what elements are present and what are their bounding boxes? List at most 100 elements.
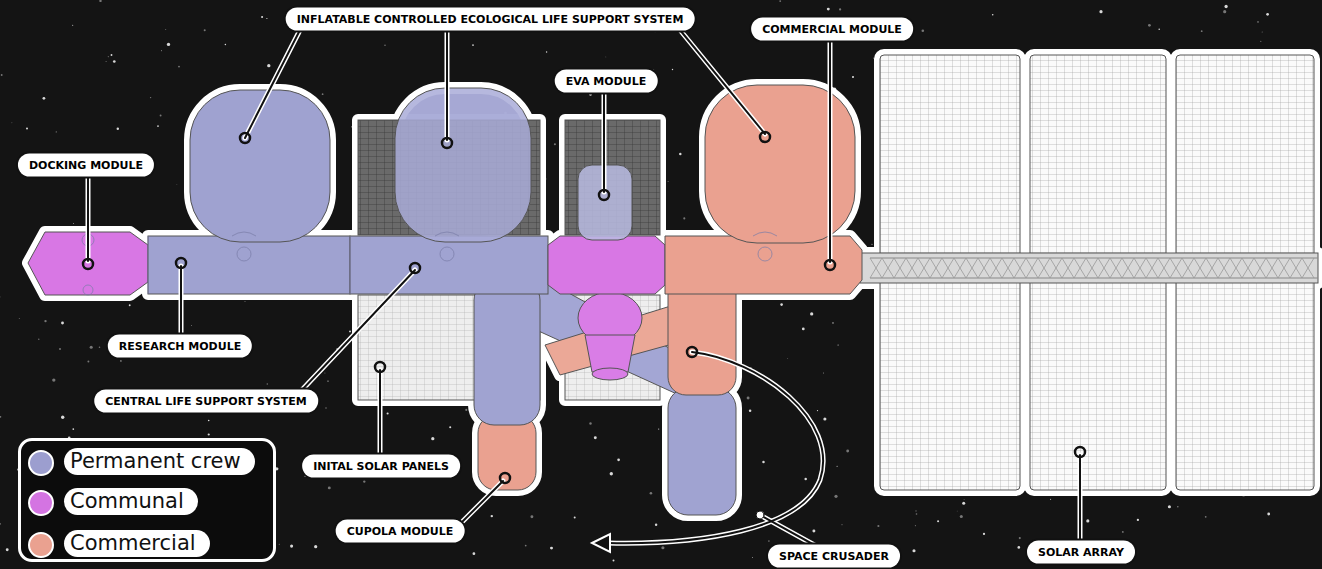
star-dot	[546, 51, 547, 52]
star-dot	[387, 412, 389, 414]
truss-brace	[1254, 258, 1266, 278]
star-dot	[1260, 41, 1261, 42]
truss-brace	[1134, 258, 1146, 278]
truss-brace	[1122, 258, 1134, 278]
star-dot	[679, 153, 681, 155]
star-dot	[650, 492, 653, 495]
star-dot	[267, 64, 270, 67]
star-dot	[839, 8, 841, 10]
truss-brace	[1146, 258, 1158, 278]
truss-brace	[1266, 258, 1278, 278]
star-dot	[872, 244, 873, 245]
star-dot	[267, 383, 268, 384]
star-dot	[922, 29, 925, 32]
star-dot	[44, 320, 46, 322]
legend-text: Communal	[64, 488, 198, 515]
star-dot	[963, 499, 965, 501]
star-dot	[1267, 513, 1270, 516]
star-dot	[747, 397, 750, 400]
star-dot	[111, 54, 113, 56]
star-dot	[1177, 506, 1179, 508]
star-dot	[613, 559, 615, 561]
star-dot	[266, 18, 267, 19]
star-dot	[324, 372, 325, 373]
star-dot	[204, 29, 206, 31]
star-dot	[960, 515, 963, 518]
star-dot	[191, 325, 192, 326]
star-dot	[120, 360, 122, 362]
star-dot	[327, 381, 328, 382]
star-dot	[225, 44, 227, 46]
star-dot	[956, 510, 958, 512]
truss-brace	[990, 258, 1002, 278]
star-dot	[117, 128, 119, 130]
star-dot	[841, 524, 843, 526]
label-pill: SPACE CRUSADER	[768, 544, 900, 567]
star-dot	[72, 428, 74, 430]
label-pill: EVA MODULE	[555, 70, 658, 93]
star-dot	[167, 43, 170, 46]
star-dot	[810, 312, 813, 315]
legend-swatch	[28, 490, 54, 516]
star-dot	[962, 502, 965, 505]
truss-brace	[1242, 258, 1254, 278]
star-dot	[1137, 519, 1139, 521]
truss-brace	[1170, 258, 1182, 278]
legend-swatch	[28, 450, 54, 476]
truss-brace	[870, 258, 882, 278]
truss-brace	[966, 258, 978, 278]
star-dot	[106, 61, 107, 62]
truss-brace	[1026, 258, 1038, 278]
star-dot	[1086, 519, 1089, 522]
star-dot	[349, 330, 351, 332]
star-dot	[937, 520, 939, 522]
truss-brace	[894, 258, 906, 278]
star-dot	[0, 296, 1, 298]
star-dot	[1158, 28, 1160, 30]
star-dot	[1262, 32, 1263, 33]
star-dot	[290, 545, 293, 548]
star-dot	[916, 513, 918, 515]
module-label: DOCKING MODULE	[29, 159, 143, 172]
star-dot	[749, 409, 752, 412]
star-dot	[823, 417, 826, 420]
star-dot	[834, 495, 837, 498]
truss-brace	[1062, 258, 1074, 278]
star-dot	[11, 122, 13, 124]
star-dot	[165, 29, 167, 31]
star-dot	[178, 66, 180, 68]
label-pill: COMMERCIAL MODULE	[751, 18, 913, 41]
truss-brace	[1194, 258, 1206, 278]
star-dot	[1099, 10, 1102, 13]
star-dot	[752, 556, 754, 558]
star-dot	[431, 437, 434, 440]
star-dot	[780, 303, 783, 306]
star-dot	[992, 14, 994, 16]
star-dot	[72, 25, 73, 26]
star-dot	[1201, 30, 1203, 32]
module-label: SPACE CRUSADER	[779, 549, 889, 562]
star-dot	[610, 472, 613, 475]
label-pill: RESEARCH MODULE	[108, 335, 252, 358]
truss-brace	[1206, 258, 1218, 278]
module-label: RESEARCH MODULE	[119, 340, 241, 353]
star-dot	[802, 328, 805, 331]
star-dot	[363, 480, 365, 482]
star-dot	[160, 115, 162, 117]
star-dot	[107, 56, 109, 58]
truss-brace	[1038, 258, 1050, 278]
star-dot	[52, 378, 55, 381]
star-dot	[157, 125, 159, 127]
star-dot	[150, 97, 151, 98]
star-dot	[384, 45, 386, 47]
truss-brace	[1182, 258, 1194, 278]
legend-text: Permanent crew	[64, 448, 255, 475]
star-dot	[176, 184, 178, 186]
star-dot	[61, 416, 64, 419]
star-dot	[768, 540, 770, 542]
star-dot	[491, 515, 493, 517]
star-dot	[846, 450, 849, 453]
star-dot	[877, 525, 879, 527]
truss-brace	[1074, 258, 1086, 278]
star-dot	[912, 549, 915, 552]
